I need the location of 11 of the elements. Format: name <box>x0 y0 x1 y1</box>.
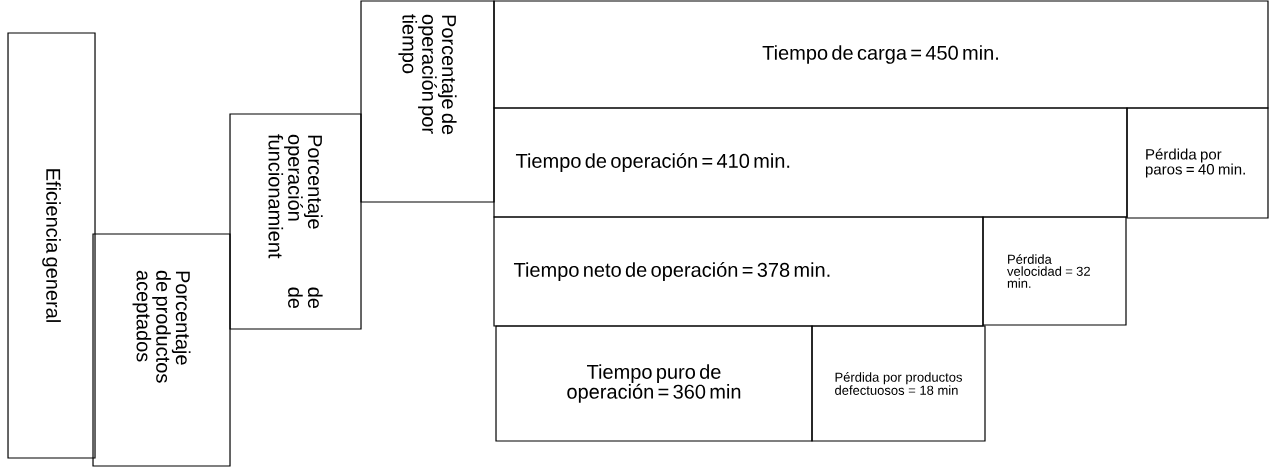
loss-box: Pérdida por productos defectuosos = 18 min <box>811 325 986 442</box>
label-box: Porcentaje de operación por tiempo <box>360 0 495 203</box>
time-box: Tiempo neto de operación = 378 min. <box>493 216 984 327</box>
time-box: Tiempo de operación = 410 min. <box>493 107 1128 218</box>
label-box: Porcentaje de operación de funcionamient <box>229 113 362 330</box>
label-box: Porcentaje de productos aceptados <box>92 233 231 467</box>
label-box: Eficiencia general <box>7 32 96 459</box>
loss-box: Pérdida velocidad = 32 min. <box>982 216 1127 326</box>
loss-box: Pérdida por paros = 40 min. <box>1126 107 1269 219</box>
time-box: Tiempo puro de operación = 360 min <box>495 325 813 442</box>
time-box: Tiempo de carga = 450 min. <box>493 0 1269 109</box>
